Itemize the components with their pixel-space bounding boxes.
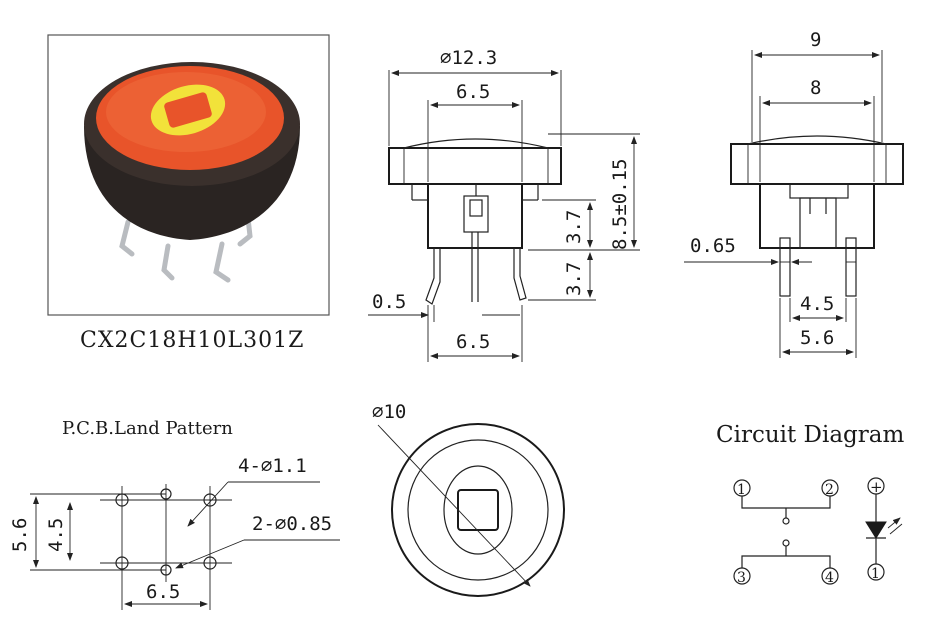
pcb-height-inner: 4.5 bbox=[45, 518, 67, 552]
pcb-hole-small-label: 2-⌀0.85 bbox=[252, 513, 332, 535]
indicator-window bbox=[164, 92, 212, 128]
dim-top-diameter: ⌀10 bbox=[372, 401, 406, 423]
pcb-width: 6.5 bbox=[146, 581, 180, 603]
pin-3-label: 3 bbox=[737, 570, 746, 586]
dim-pin-gap: 0.65 bbox=[690, 235, 736, 257]
led-minus-label: 1 bbox=[871, 566, 880, 582]
switch-pins bbox=[119, 215, 253, 283]
dim-pin-outer: 5.6 bbox=[800, 327, 834, 349]
front-pin-left bbox=[425, 248, 441, 305]
front-cap bbox=[388, 147, 562, 185]
dim-upper: 3.7 bbox=[563, 210, 585, 244]
dim-pin-inner: 4.5 bbox=[800, 293, 834, 315]
top-outer-circle bbox=[391, 423, 565, 597]
side-pin-right bbox=[845, 237, 857, 297]
pcb-height-outer: 5.6 bbox=[9, 518, 31, 552]
dim-overall-diameter: ⌀12.3 bbox=[440, 47, 497, 69]
pcb-title: P.C.B.Land Pattern bbox=[62, 418, 233, 439]
pin-2-label: 2 bbox=[825, 482, 834, 498]
top-view: ⌀10 bbox=[372, 401, 565, 597]
side-view: 9 8 0.65 4.5 5.6 bbox=[684, 29, 904, 358]
front-pin-right bbox=[513, 248, 527, 301]
pin-1-label: 1 bbox=[737, 482, 746, 498]
front-view: ⌀12.3 6.5 8.5±0.15 3.7 3.7 0.5 6.5 bbox=[368, 47, 640, 362]
side-pin-left bbox=[779, 237, 791, 297]
led-plus-label: + bbox=[870, 478, 883, 496]
dim-pin-thickness: 0.5 bbox=[372, 291, 406, 313]
side-body bbox=[759, 183, 875, 249]
led-symbol: + 1 bbox=[865, 477, 903, 582]
pin-4-label: 4 bbox=[825, 570, 834, 586]
dim-leader-top bbox=[377, 424, 531, 587]
side-cap bbox=[730, 143, 904, 185]
indicator-ellipse bbox=[443, 465, 513, 555]
top-inner-circle bbox=[407, 439, 549, 581]
dim-pin-spacing: 6.5 bbox=[456, 331, 490, 353]
product-photo: CX2C18H10L301Z bbox=[47, 34, 330, 353]
dim-side-outer: 9 bbox=[810, 29, 821, 51]
top-indicator-window bbox=[457, 489, 499, 531]
pcb-hole-large-label: 4-⌀1.1 bbox=[238, 455, 307, 477]
model-number: CX2C18H10L301Z bbox=[80, 328, 304, 353]
pcb-land-pattern: P.C.B.Land Pattern 4-⌀1.1 2-⌀0.85 5.6 4.… bbox=[9, 418, 340, 610]
dim-height: 8.5±0.15 bbox=[609, 158, 631, 250]
circuit-diagram: Circuit Diagram 1 2 3 4 + bbox=[716, 422, 904, 586]
circuit-title: Circuit Diagram bbox=[716, 422, 904, 448]
dim-side-inner: 8 bbox=[810, 77, 821, 99]
dim-lower: 3.7 bbox=[563, 262, 585, 296]
switch-symbol: 1 2 3 4 bbox=[733, 479, 839, 586]
dim-inner-width: 6.5 bbox=[456, 81, 490, 103]
front-body bbox=[427, 183, 523, 249]
